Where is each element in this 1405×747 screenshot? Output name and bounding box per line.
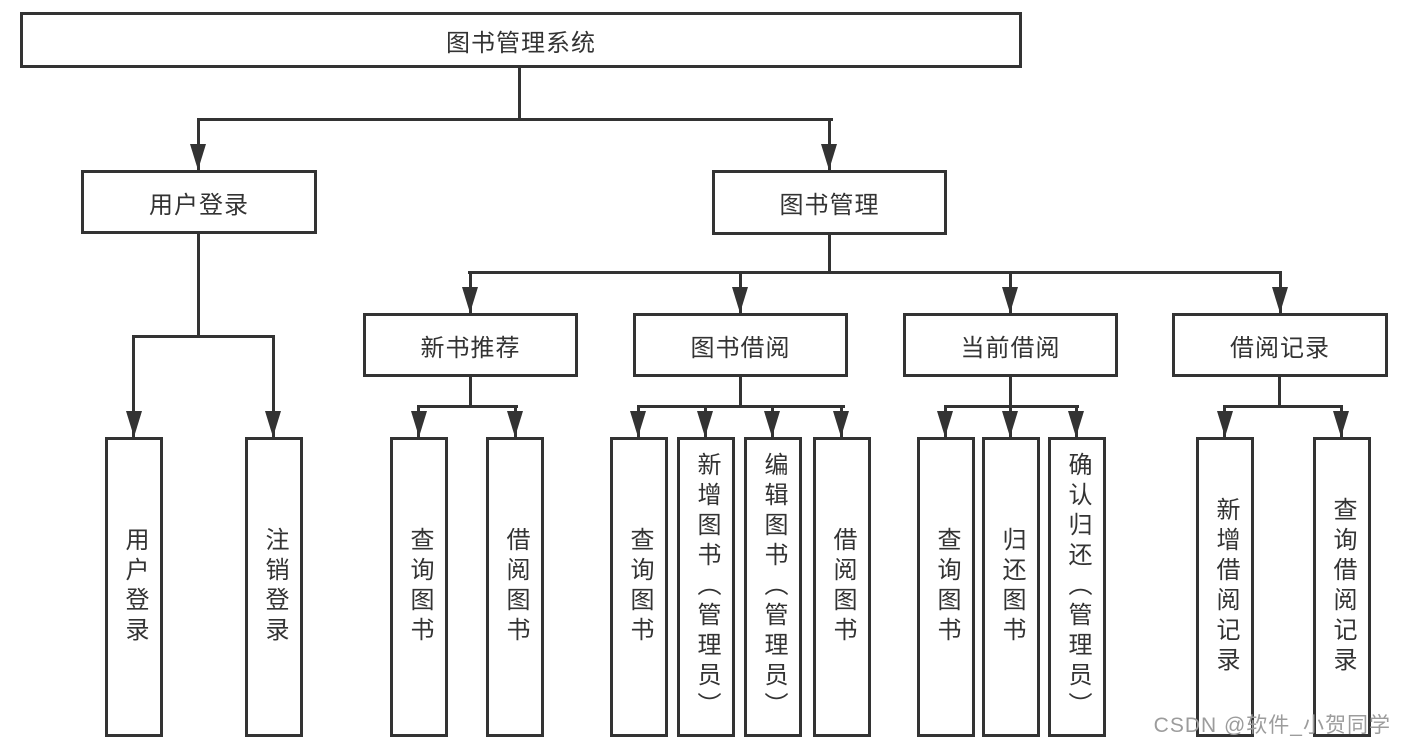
- arrow-down-icon: [630, 411, 646, 437]
- arrow-down-icon: [1333, 411, 1349, 437]
- node-label: 当前借阅: [960, 334, 1061, 362]
- node-borrow-records: 借阅记录: [1172, 313, 1388, 377]
- node-label: 查询图书: [626, 527, 653, 647]
- arrow-down-icon: [764, 411, 780, 437]
- leaf-return-book: 归还图书: [982, 437, 1040, 737]
- connector-line: [739, 375, 742, 408]
- connector-line: [132, 335, 135, 437]
- leaf-confirm-return-admin: 确认归还（管理员）: [1048, 437, 1106, 737]
- leaf-query-borrow-record: 查询借阅记录: [1313, 437, 1371, 737]
- arrow-down-icon: [1002, 287, 1018, 313]
- node-label: 确认归还（管理员）: [1064, 452, 1091, 722]
- node-book-borrow: 图书借阅: [633, 313, 848, 377]
- node-label: 图书管理: [779, 192, 880, 219]
- node-label: 图书管理系统: [446, 29, 596, 57]
- arrow-down-icon: [1068, 411, 1084, 437]
- arrow-down-icon: [1217, 411, 1233, 437]
- leaf-add-book-admin: 新增图书（管理员）: [677, 437, 735, 737]
- leaf-query-books-borrow: 查询图书: [610, 437, 668, 737]
- node-label: 查询图书: [933, 527, 960, 647]
- node-label: 新增图书（管理员）: [693, 452, 720, 722]
- connector-line: [417, 405, 518, 408]
- node-label: 新增借阅记录: [1212, 497, 1239, 677]
- node-label: 归还图书: [998, 527, 1025, 647]
- node-label: 用户登录: [121, 527, 148, 647]
- node-book-management: 图书管理: [712, 170, 947, 235]
- connector-line: [637, 405, 845, 408]
- node-current-borrow: 当前借阅: [903, 313, 1118, 377]
- node-library-system: 图书管理系统: [20, 12, 1022, 68]
- arrow-down-icon: [507, 411, 523, 437]
- arrow-down-icon: [126, 411, 142, 437]
- connector-line: [1009, 375, 1012, 408]
- leaf-borrow-books-recommend: 借阅图书: [486, 437, 544, 737]
- arrow-down-icon: [833, 411, 849, 437]
- leaf-logout: 注销登录: [245, 437, 303, 737]
- node-label: 编辑图书（管理员）: [760, 452, 787, 722]
- node-label: 借阅图书: [829, 527, 856, 647]
- node-label: 借阅图书: [502, 527, 529, 647]
- arrow-down-icon: [821, 144, 837, 170]
- connector-line: [469, 375, 472, 408]
- connector-line: [1278, 375, 1281, 408]
- leaf-user-login: 用户登录: [105, 437, 163, 737]
- node-label: 查询图书: [406, 527, 433, 647]
- arrow-down-icon: [190, 144, 206, 170]
- leaf-edit-book-admin: 编辑图书（管理员）: [744, 437, 802, 737]
- arrow-down-icon: [462, 287, 478, 313]
- node-label: 新书推荐: [420, 334, 521, 362]
- connector-line: [197, 232, 200, 337]
- watermark: CSDN @软件_小贺同学: [1153, 714, 1391, 737]
- leaf-add-borrow-record: 新增借阅记录: [1196, 437, 1254, 737]
- node-new-book-recommend: 新书推荐: [363, 313, 578, 377]
- connector-line: [132, 335, 275, 338]
- connector-line: [272, 335, 275, 437]
- connector-line: [518, 66, 521, 120]
- node-label: 查询借阅记录: [1329, 497, 1356, 677]
- node-user-login: 用户登录: [81, 170, 317, 234]
- arrow-down-icon: [1002, 411, 1018, 437]
- connector-line: [1223, 405, 1343, 408]
- leaf-borrow-books-borrow: 借阅图书: [813, 437, 871, 737]
- leaf-query-books-recommend: 查询图书: [390, 437, 448, 737]
- connector-line: [197, 118, 833, 121]
- connector-line: [828, 233, 831, 274]
- arrow-down-icon: [732, 287, 748, 313]
- arrow-down-icon: [411, 411, 427, 437]
- arrow-down-icon: [265, 411, 281, 437]
- node-label: 图书借阅: [690, 334, 791, 362]
- node-label: 用户登录: [149, 191, 249, 219]
- connector-line: [468, 271, 1282, 274]
- leaf-query-books-current: 查询图书: [917, 437, 975, 737]
- node-label: 注销登录: [261, 527, 288, 647]
- arrow-down-icon: [1272, 287, 1288, 313]
- node-label: 借阅记录: [1230, 334, 1330, 362]
- arrow-down-icon: [697, 411, 713, 437]
- arrow-down-icon: [937, 411, 953, 437]
